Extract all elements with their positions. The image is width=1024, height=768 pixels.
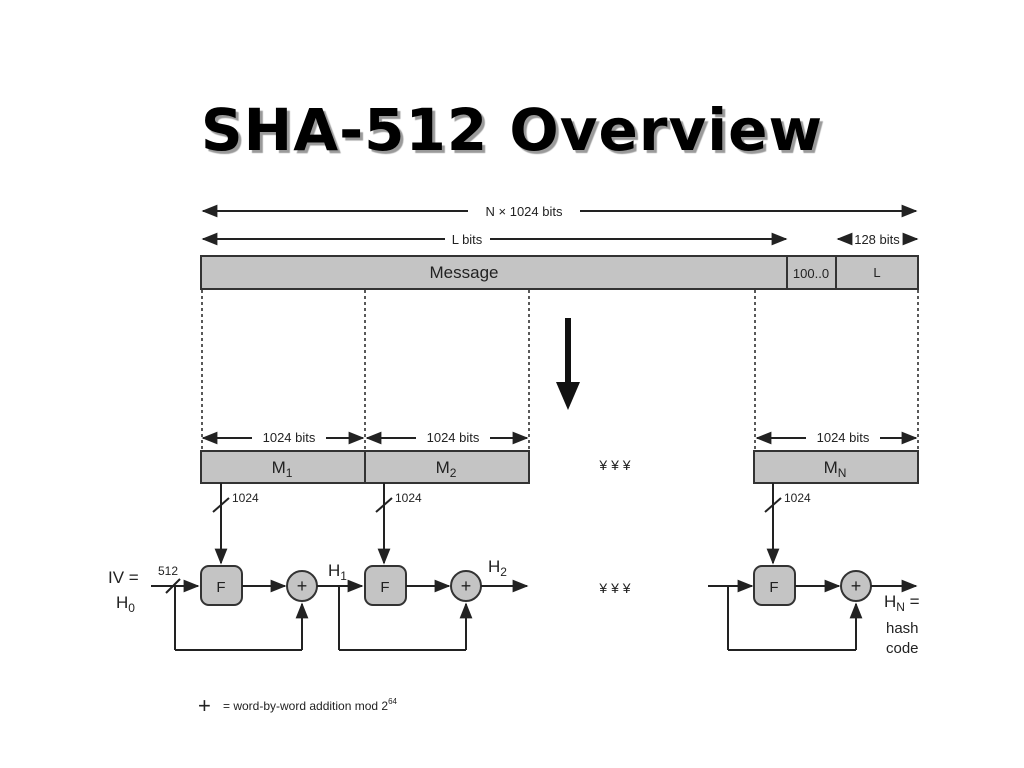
block-size-label-n: 1024 bits xyxy=(817,430,870,445)
hash-label-line2: code xyxy=(886,640,919,657)
svg-text:F: F xyxy=(216,579,225,596)
stages-ellipsis: ¥ ¥ ¥ xyxy=(598,580,630,596)
total-length-label: N × 1024 bits xyxy=(486,204,563,219)
message-blocks: M1 M2 MN xyxy=(200,450,919,484)
block-m2 xyxy=(364,450,530,484)
block-m1-label: M1 xyxy=(272,458,293,480)
split-lines xyxy=(201,290,919,450)
hash-label-line1: hash xyxy=(886,620,919,637)
svg-text:F: F xyxy=(769,579,778,596)
block-size-label-1: 1024 bits xyxy=(263,430,316,445)
stage-1: IV = H0 512 F + H1 xyxy=(108,561,364,651)
length-field-dimension: 128 bits xyxy=(836,232,919,247)
message-bar: Message 100..0 L xyxy=(200,255,919,290)
bus-label-2: 1024 xyxy=(395,491,422,505)
bus-label-1: 1024 xyxy=(232,491,259,505)
block-size-dimensions: 1024 bits 1024 bits 1024 bits xyxy=(201,430,918,445)
svg-text:+: + xyxy=(461,576,472,596)
h0-label: H0 xyxy=(116,593,135,615)
stage-2: F + H2 xyxy=(338,557,529,651)
l-bits-dimension: L bits xyxy=(201,232,788,247)
blocks-ellipsis: ¥ ¥ ¥ xyxy=(598,457,630,473)
svg-text:F: F xyxy=(380,579,389,596)
iv-label: IV = xyxy=(108,568,139,587)
block-mn xyxy=(753,450,919,484)
bus-label-n: 1024 xyxy=(784,491,811,505)
block-mn-label: MN xyxy=(824,458,847,480)
split-down-arrow xyxy=(556,318,580,410)
h2-label: H2 xyxy=(488,557,507,579)
stage-n: F + HN = hash code xyxy=(708,565,920,657)
message-label: Message xyxy=(430,263,499,282)
svg-text:+: + xyxy=(851,576,862,596)
l-bits-label: L bits xyxy=(452,232,483,247)
h1-label: H1 xyxy=(328,561,347,583)
legend: + = word-by-word addition mod 264 xyxy=(198,693,398,718)
block-m1 xyxy=(200,450,366,484)
hn-label: HN = xyxy=(884,592,920,614)
block-size-label-2: 1024 bits xyxy=(427,430,480,445)
iv-bus-label: 512 xyxy=(158,564,178,578)
svg-text:+: + xyxy=(297,576,308,596)
block-buses: 1024 1024 1024 xyxy=(212,483,811,565)
block-m2-label: M2 xyxy=(436,458,457,480)
legend-text: = word-by-word addition mod 264 xyxy=(223,697,398,713)
length-value-label: L xyxy=(873,265,880,280)
total-length-dimension: N × 1024 bits xyxy=(201,204,918,219)
page-title: SHA-512 Overview xyxy=(200,96,824,164)
padding-label: 100..0 xyxy=(793,266,829,281)
length-field-label: 128 bits xyxy=(854,232,900,247)
legend-plus-icon: + xyxy=(198,693,211,718)
